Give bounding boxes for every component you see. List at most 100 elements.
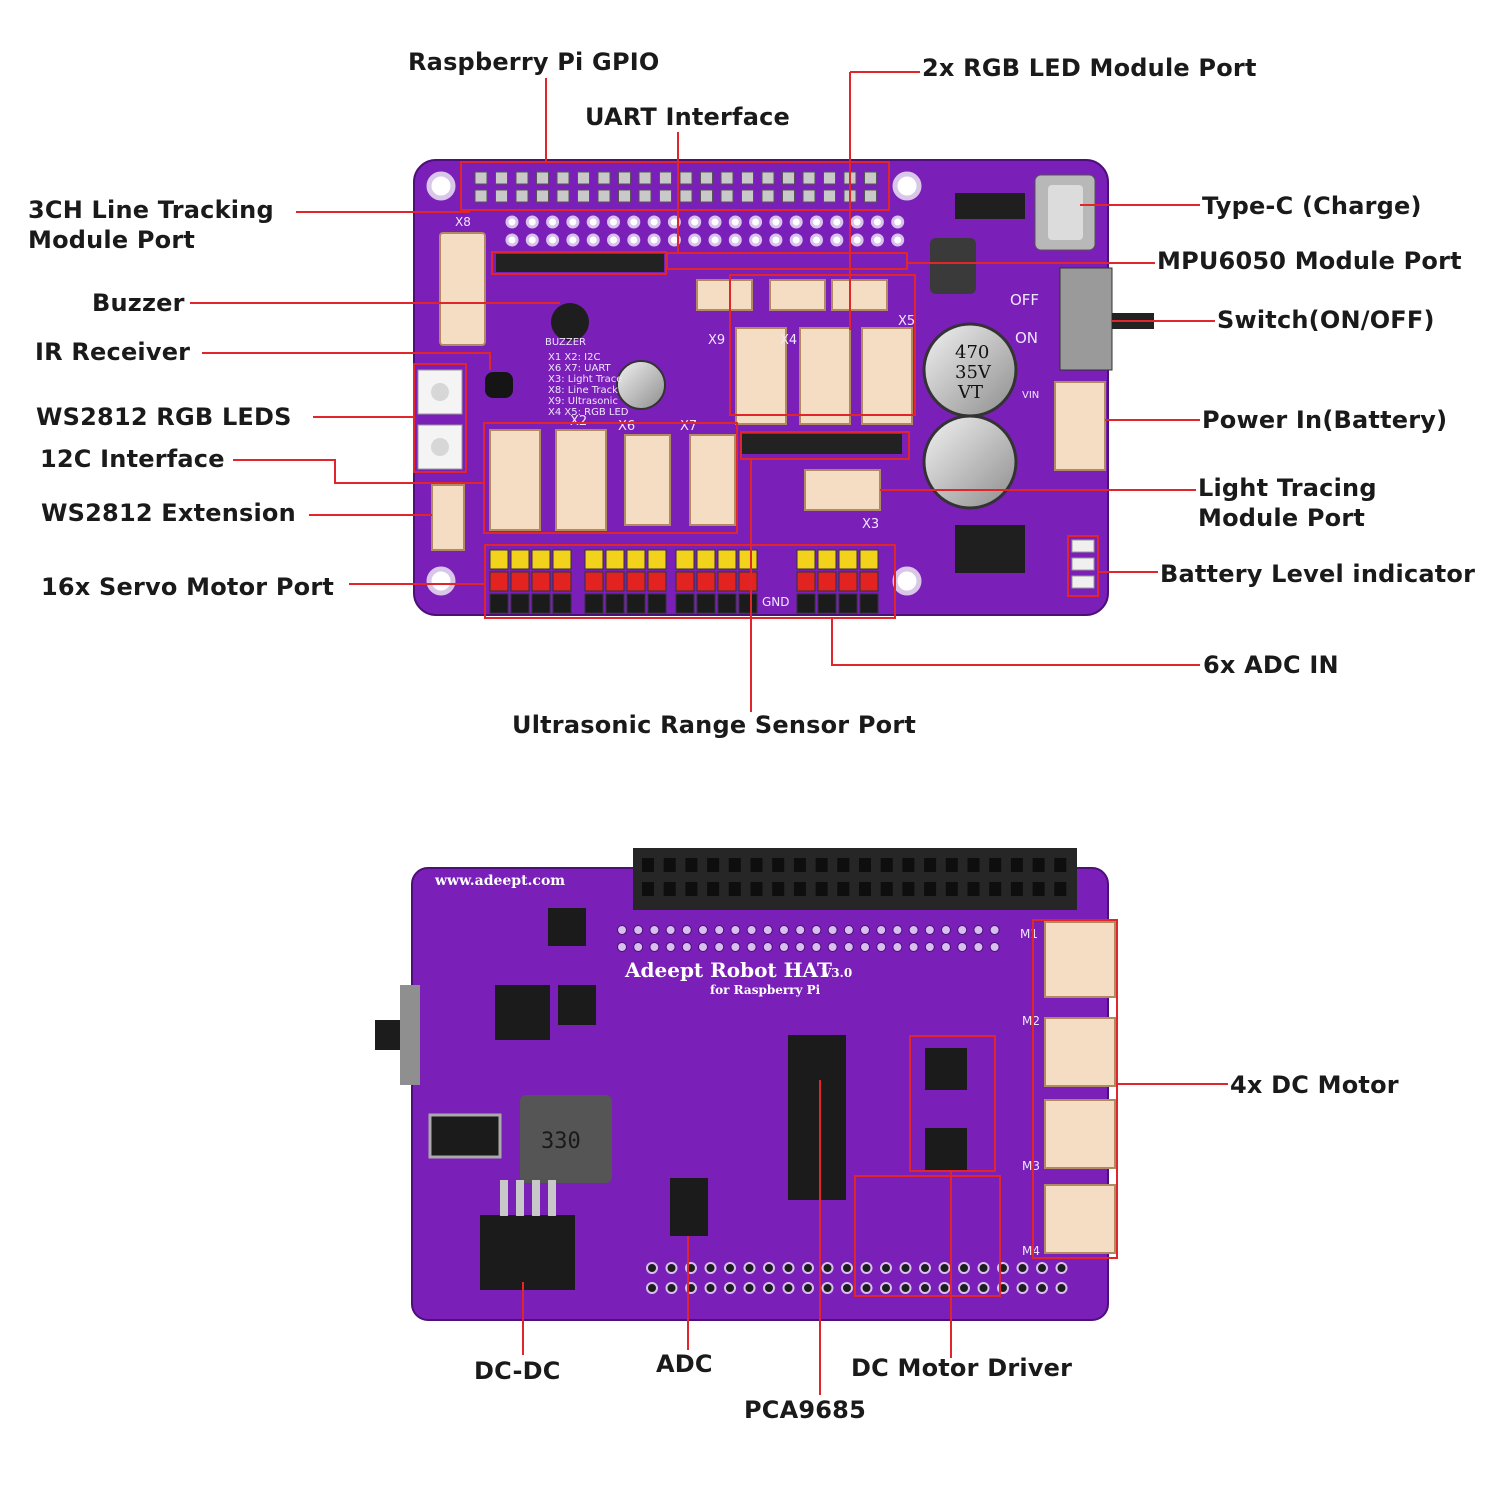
gpio-pin [515,171,529,185]
subtitle-silk: for Raspberry Pi [710,983,821,997]
servo-pin [796,593,816,614]
ic-u8 [548,908,586,946]
switch-off-text: OFF [1010,291,1039,309]
capacitor-470-b [922,414,1018,510]
type-c-inner [1048,185,1083,240]
female-socket [750,858,763,872]
via [941,925,951,935]
via-pad [977,1282,990,1294]
via-pad [938,1262,951,1274]
via-pad [763,1262,775,1274]
female-socket [924,858,937,872]
servo-pin [817,593,837,614]
via-pad [958,1282,970,1294]
servo-pin [584,549,604,570]
female-socket [1054,882,1067,896]
gpio-through-hole [688,233,702,247]
gpio-pin [761,171,775,185]
via-pad [782,1282,795,1294]
female-socket [815,882,828,896]
servo-pin [510,593,530,614]
via-pad [899,1282,912,1294]
female-socket [642,882,654,896]
inductor-330 [520,1095,612,1183]
servo-pin [675,593,695,614]
gpio-through-hole [749,215,763,229]
via [698,942,708,952]
via-pad [646,1282,658,1294]
gpio-pin [659,189,672,203]
female-socket [1032,882,1045,896]
via [908,925,919,935]
label-buzzer: Buzzer [92,289,185,317]
label-light-tracing-line1: Light Tracing [1198,474,1377,502]
via [649,942,660,952]
silk-x9: X9 [708,333,725,348]
via-pad [841,1282,853,1294]
gpio-through-hole [566,233,580,247]
legend-line: X1 X2: I2C [548,352,600,363]
via-pad [919,1282,931,1294]
via-pad [899,1262,912,1274]
female-socket [642,858,654,872]
gpio-female-header [633,848,1077,910]
silk-x8: X8 [455,215,471,229]
label-dc-motor: 4x DC Motor [1230,1071,1399,1099]
gpio-through-hole [546,215,560,229]
via-pad [919,1262,931,1274]
female-socket [967,858,980,872]
gpio-pin [679,189,693,203]
servo-pin [859,549,879,570]
uart-header [496,254,664,272]
website-silk: www.adeept.com [434,873,565,889]
via-pad [724,1262,736,1274]
gpio-pin [577,189,590,203]
via [779,942,789,952]
label-adc-in: 6x ADC IN [1203,651,1339,679]
servo-pin [489,549,509,570]
label-line-tracking-line1: 3CH Line Tracking [28,196,274,224]
via-pad [1016,1262,1029,1274]
via-pad [958,1262,970,1274]
servo-pin [647,593,667,614]
via-pad [880,1282,892,1294]
switch-on-text: ON [1015,329,1038,347]
via-pad [646,1262,658,1274]
via-pad [821,1282,834,1294]
silk-m2: M2 [1022,1014,1040,1028]
via-pad [743,1282,756,1294]
via [941,942,951,952]
battery-leds [1071,539,1095,589]
gpio-pin [474,171,488,185]
via-pad [763,1282,775,1294]
female-socket [707,858,720,872]
label-light-tracing-line2: Module Port [1198,504,1366,532]
gpio-through-hole [830,215,844,229]
via [924,925,935,935]
buzzer-component [551,303,589,341]
gpio-through-hole [708,233,722,247]
label-mpu6050: MPU6050 Module Port [1157,247,1462,275]
servo-pin [510,571,530,592]
gpio-through-hole [607,215,620,229]
gpio-through-hole [667,215,681,229]
via-pad [782,1262,795,1274]
silk-m1: M1 [1020,927,1038,941]
motor-driver-u1 [925,1048,967,1090]
gpio-through-hole [850,215,864,229]
bottom-board: 330 www.adeept.com Adeept Robot HAT V3.0… [375,848,1116,1321]
servo-pin [696,593,716,614]
gpio-through-hole [810,215,823,229]
gpio-through-hole [546,233,560,247]
via [924,942,935,952]
gpio-through-hole [525,233,539,247]
gpio-through-hole [627,233,641,247]
female-socket [663,858,676,872]
via [989,925,1000,935]
gpio-through-hole [525,215,539,229]
gpio-pin [741,171,754,185]
servo-pin [717,571,737,592]
servo-pin [584,593,604,614]
servo-pin [605,571,625,592]
